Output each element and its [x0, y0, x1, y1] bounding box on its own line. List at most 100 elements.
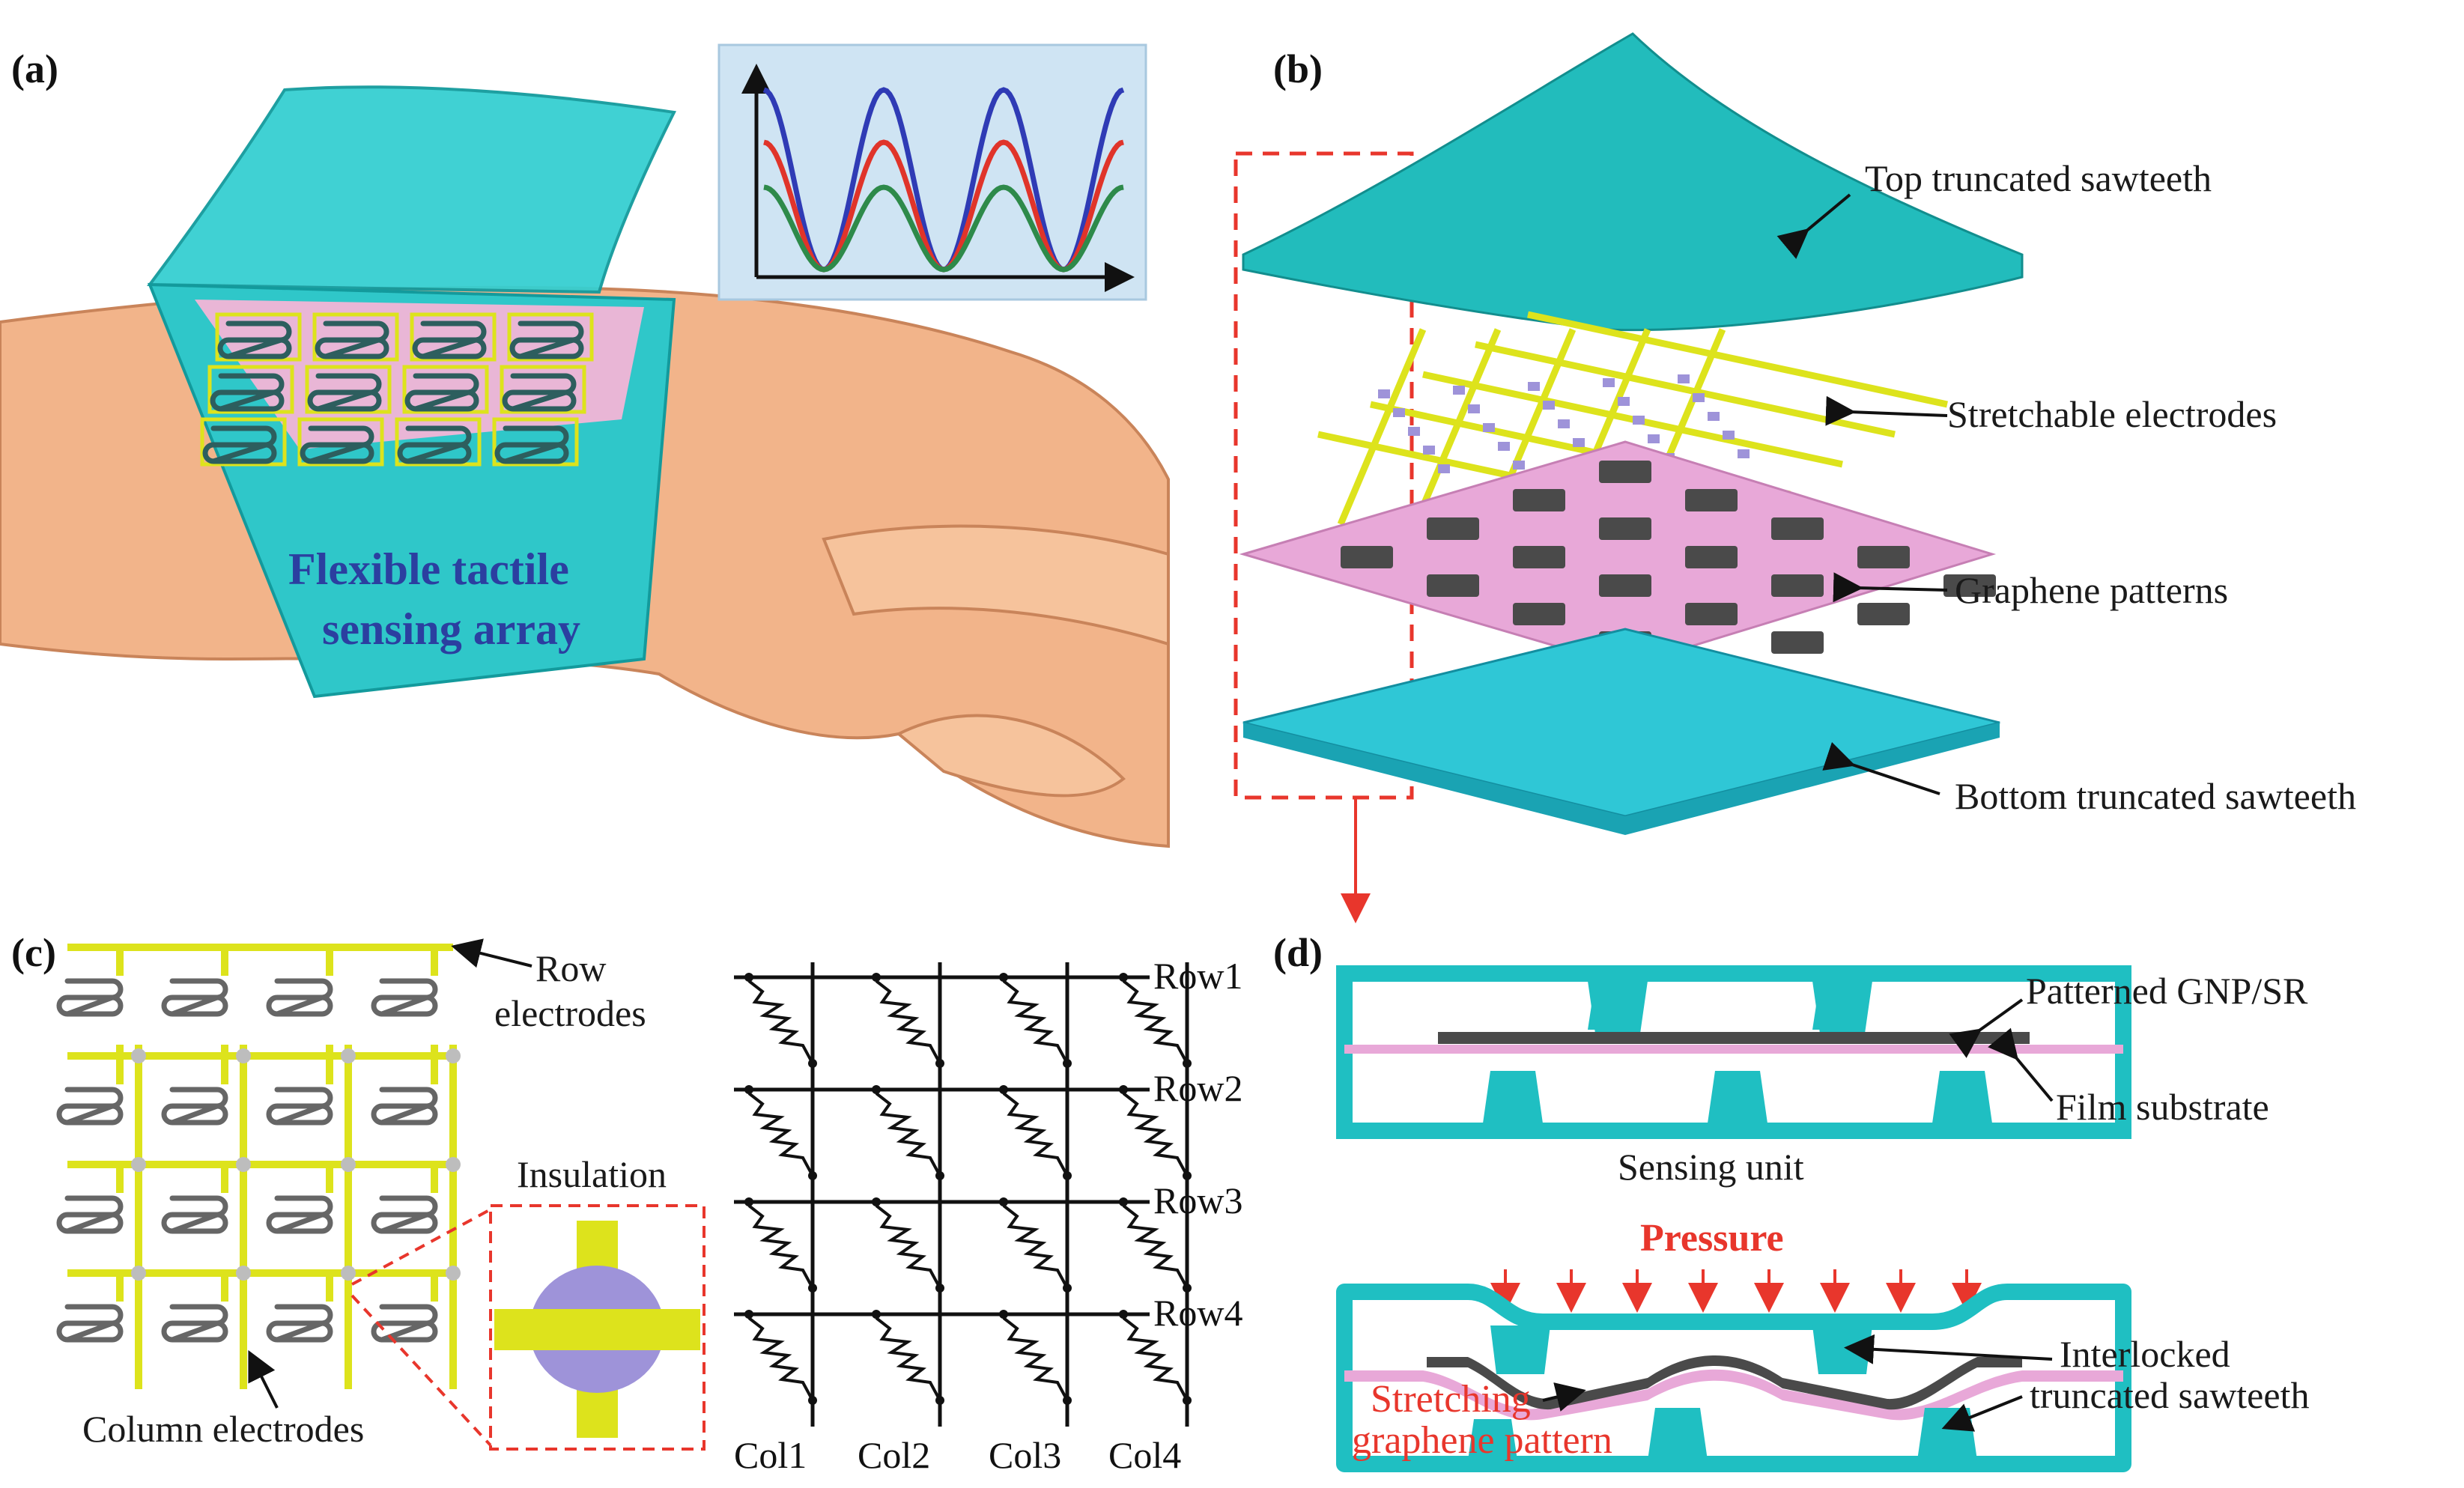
graphene-pattern	[1857, 603, 1910, 625]
electrode-node	[1528, 382, 1540, 391]
layer-labels: Top truncated sawteeth Stretchable elect…	[1776, 157, 2356, 817]
graphene-pattern	[1771, 517, 1824, 540]
electrode-node	[1453, 386, 1465, 395]
electrode-node	[1618, 397, 1630, 406]
graphene-pattern	[1857, 546, 1910, 568]
grid-resistor	[747, 1317, 814, 1401]
grid-node	[999, 1085, 1008, 1094]
grid-node	[1063, 1171, 1072, 1180]
grid-node	[744, 1197, 753, 1206]
electrode-column	[1337, 328, 1427, 526]
electrode-node	[1693, 393, 1705, 402]
arrow-top-sawteeth	[1776, 193, 1851, 259]
patch-cell	[200, 417, 287, 467]
arrow-graphene	[1833, 572, 1948, 603]
panel-a: (a) Flexible tactile sensing array	[0, 43, 1170, 848]
graphene-pattern	[1599, 574, 1651, 597]
layout-crossing-node	[341, 1048, 356, 1063]
grid-node	[1119, 1310, 1128, 1319]
arrow-row-electrodes	[451, 938, 532, 968]
layout-crossing-node	[341, 1157, 356, 1172]
patch-serpentine	[494, 425, 569, 464]
grid-node	[935, 1396, 944, 1405]
label-stretching-line1: Stretching	[1371, 1378, 1531, 1421]
electrode-node	[1723, 431, 1735, 440]
grid-resistor	[1122, 1092, 1189, 1176]
layout-serpentine	[371, 1195, 438, 1234]
patch-serpentine	[300, 425, 374, 464]
electrode-column	[1412, 328, 1502, 526]
layout-serpentine	[371, 978, 438, 1017]
arrow-column-electrodes	[248, 1349, 279, 1409]
grid-resistor	[1002, 1204, 1069, 1289]
graphene-pattern	[1943, 574, 1996, 597]
caption-flexible-tactile: Flexible tactile	[288, 544, 569, 594]
grid-resistor	[1122, 1317, 1189, 1401]
patch-serpentine	[412, 321, 487, 359]
grid-resistor	[747, 1204, 814, 1289]
graphene-pattern	[1513, 489, 1565, 511]
panel-c: (c) Row electrodes Column electrodes Ins…	[11, 930, 1242, 1476]
patch-cell	[395, 417, 482, 467]
layout-serpentine	[266, 1195, 333, 1234]
electrode-row	[1475, 341, 1896, 438]
electrode-node	[1378, 389, 1390, 398]
label-stretchable-electrodes: Stretchable electrodes	[1947, 393, 2277, 435]
electrode-node	[1468, 404, 1480, 413]
layout-crossing-node	[131, 1266, 146, 1281]
electrode-node	[1408, 427, 1420, 436]
grid-label-row3: Row3	[1153, 1179, 1242, 1221]
insulation-inset-box	[489, 1204, 705, 1451]
patch-cell	[402, 365, 489, 414]
layout-serpentine	[371, 1304, 438, 1343]
layout-crossing-node	[131, 1157, 146, 1172]
patch-cell	[500, 365, 586, 414]
electrode-node	[1558, 419, 1570, 428]
layout-crossing-node	[446, 1048, 461, 1063]
grid-node	[935, 1171, 944, 1180]
grid-resistor	[747, 1092, 814, 1176]
electrode-row	[1527, 311, 1948, 408]
grid-node	[1063, 1284, 1072, 1293]
electrode-node	[1738, 449, 1750, 458]
graphene-pattern	[1599, 517, 1651, 540]
layout-serpentine	[371, 1087, 438, 1126]
graphene-pattern	[1513, 546, 1565, 568]
grid-node	[1183, 1171, 1192, 1180]
layout-serpentine	[266, 978, 333, 1017]
graphene-pattern	[1771, 574, 1824, 597]
patch-serpentine	[307, 373, 382, 412]
grid-label-col4: Col4	[1108, 1434, 1181, 1476]
patch-cell	[410, 312, 497, 362]
graphene-pattern	[1599, 461, 1651, 483]
label-interlocked-line2: truncated sawteeth	[2030, 1374, 2309, 1416]
grid-resistor	[1122, 980, 1189, 1064]
inset-guide-top	[351, 1208, 491, 1286]
electrode-node	[1498, 442, 1510, 451]
electrode-node	[1603, 378, 1615, 387]
layer-bottom-sawteeth	[1242, 628, 2000, 818]
panel-a-label: (a)	[11, 46, 58, 91]
grid-node	[872, 1085, 881, 1094]
sensor-patch-top-peeling	[147, 85, 677, 294]
grid-label-row1: Row1	[1153, 955, 1242, 997]
patch-serpentine	[509, 321, 584, 359]
layout-serpentine	[161, 1304, 228, 1343]
electrode-node	[1543, 401, 1555, 410]
label-graphene-patterns: Graphene patterns	[1955, 569, 2228, 611]
layout-serpentine	[161, 1087, 228, 1126]
layout-crossing-node	[236, 1266, 251, 1281]
electrode-node	[1633, 416, 1645, 425]
label-row-line2: electrodes	[494, 992, 646, 1034]
electrode-node	[1708, 412, 1720, 421]
patch-serpentine	[202, 425, 277, 464]
layer-graphene-sheet	[1239, 440, 1997, 668]
grid-node	[935, 1059, 944, 1068]
pressure-arrow-group	[1490, 1269, 1982, 1313]
patch-serpentine	[315, 321, 389, 359]
arrow-interlocked	[1844, 1334, 2053, 1364]
grid-node	[872, 973, 881, 982]
grid-resistor	[875, 980, 941, 1064]
arrow-patterned-gnp	[1949, 998, 2024, 1058]
graphene-pattern	[1771, 631, 1824, 654]
